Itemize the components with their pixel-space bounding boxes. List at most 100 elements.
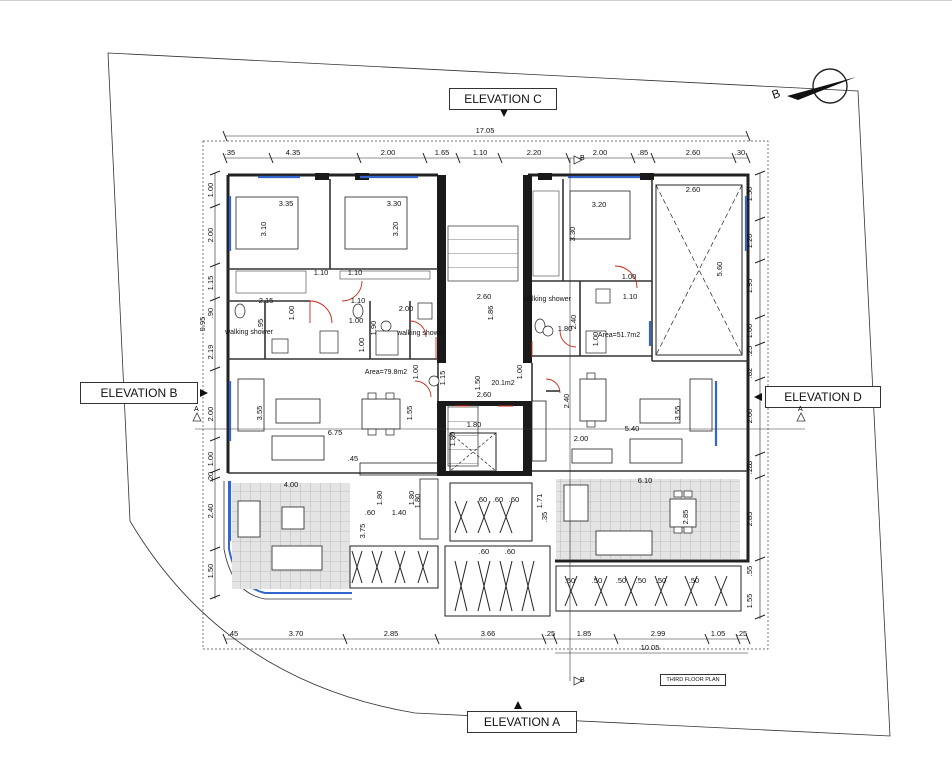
- plan-title: THIRD FLOOR PLAN: [660, 674, 726, 686]
- elevation-arrows: [200, 109, 762, 709]
- room-dim-41: 1.10: [623, 292, 638, 301]
- section-lines: [195, 158, 805, 681]
- dim-right-9: 2.85: [745, 512, 754, 527]
- dim-right-11: 1.55: [745, 594, 754, 609]
- room-dim-55: .50: [616, 576, 626, 585]
- room-dim-11: 1.90: [369, 321, 378, 336]
- walking-shower-label-2: walking shower: [396, 330, 446, 337]
- room-dim-0: 3.35: [279, 199, 294, 208]
- section-b-bottom: B: [580, 677, 585, 684]
- room-dim-42: 1.80: [558, 324, 573, 333]
- core-walls: [315, 173, 654, 476]
- room-dim-50: 2.85: [681, 510, 690, 525]
- room-dim-14: 6.75: [328, 428, 343, 437]
- room-dim-49: 6.10: [638, 476, 653, 485]
- room-dim-1: 3.10: [259, 222, 268, 237]
- chairs: [367, 372, 693, 534]
- room-dim-9: 1.00: [349, 316, 364, 325]
- room-dim-5: 1.10: [348, 268, 363, 277]
- room-dim-19: .45: [348, 454, 358, 463]
- void-cross: [655, 184, 743, 356]
- dim-top-total: 17.05: [476, 126, 495, 135]
- dim-right-2: 1.95: [745, 279, 754, 294]
- dim-right-4: .25: [745, 346, 754, 356]
- dim-left-9: 1.50: [206, 564, 215, 579]
- room-dim-7: 1.10: [351, 296, 366, 305]
- exterior-walls: [226, 173, 750, 563]
- room-dim-57: .50: [656, 576, 666, 585]
- dim-left-2: 1.15: [206, 276, 215, 291]
- dim-right-7: .25: [745, 464, 754, 474]
- beds: [235, 190, 631, 250]
- dim-bottom-4: .25: [545, 629, 555, 638]
- dim-top-4: 1.10: [473, 148, 488, 157]
- room-dim-16: 1.55: [405, 406, 414, 421]
- dim-top-3: 1.65: [435, 148, 450, 157]
- room-dim-13: 1.00: [357, 338, 366, 353]
- section-a-right: A: [798, 406, 803, 413]
- dim-left-7: .20: [206, 472, 215, 482]
- section-b-top: B: [580, 155, 585, 162]
- room-dim-51: 2.60: [686, 185, 701, 194]
- dim-top-8: 2.60: [686, 148, 701, 157]
- dim-right-10: .55: [745, 566, 754, 576]
- room-dim-38: 3.20: [592, 200, 607, 209]
- section-a-left: A: [194, 406, 199, 413]
- room-dim-25: 2.60: [477, 292, 492, 301]
- room-dim-54: .50: [592, 576, 602, 585]
- walking-shower-label-1: walking shower: [224, 329, 274, 336]
- wardrobes: [235, 190, 560, 294]
- room-dim-3: 3.20: [391, 222, 400, 237]
- dim-left-1: 2.00: [206, 228, 215, 243]
- room-dim-27: 1.50: [473, 376, 482, 391]
- room-dim-58: .50: [689, 576, 699, 585]
- room-dim-37: .60: [505, 547, 515, 556]
- room-dim-23: 1.40: [392, 508, 407, 517]
- room-dim-56: .50: [636, 576, 646, 585]
- room-dim-33: .60: [509, 495, 519, 504]
- room-dim-18: 3.75: [358, 524, 367, 539]
- room-dim-21: 1.80: [407, 491, 416, 506]
- room-dim-4: 1.10: [314, 268, 329, 277]
- dimension-ticks: [209, 130, 766, 645]
- room-dim-44: 1.00: [591, 332, 600, 347]
- dim-top-7: .85: [638, 148, 648, 157]
- dim-left-3: .90: [206, 308, 215, 318]
- lift-shaft: [449, 432, 497, 472]
- dim-top-6: 2.00: [593, 148, 608, 157]
- doors: [309, 265, 638, 407]
- room-dim-35: .35: [540, 512, 549, 522]
- room-dim-17: 4.00: [284, 480, 299, 489]
- room-dim-52: 5.60: [715, 262, 724, 277]
- void-area: [655, 184, 743, 356]
- lobby-area-label: 20.1m2: [491, 380, 514, 387]
- kitchen: [359, 400, 613, 540]
- room-dim-22: .60: [365, 508, 375, 517]
- dim-top-9: .30: [735, 148, 745, 157]
- dim-bottom-2: 2.85: [384, 629, 399, 638]
- parking-bays: [349, 482, 742, 617]
- room-dim-43: 2.40: [569, 315, 578, 330]
- dim-top-0: .35: [225, 148, 235, 157]
- dim-bottom-6: 2.99: [651, 629, 666, 638]
- dim-top-5: 2.20: [527, 148, 542, 157]
- dim-right-8: .73: [745, 461, 754, 471]
- bathroom-fixtures: [234, 288, 611, 387]
- room-dim-15: 3.55: [255, 406, 264, 421]
- room-dim-53: .50: [565, 576, 575, 585]
- elevation-c-label: ELEVATION C: [449, 88, 557, 110]
- stair-flight-lower: [447, 405, 479, 467]
- dim-bottom-8: .25: [737, 629, 747, 638]
- dim-left-total: 9.95: [198, 317, 207, 332]
- site-boundary: [107, 52, 891, 737]
- living-furniture: [237, 378, 713, 571]
- area-right-label: Area=51.7m2: [598, 332, 640, 339]
- room-dim-39: 3.30: [568, 227, 577, 242]
- dim-right-3: 1.00: [745, 324, 754, 339]
- room-dim-46: 3.55: [673, 406, 682, 421]
- room-dim-59: 1.00: [515, 365, 524, 380]
